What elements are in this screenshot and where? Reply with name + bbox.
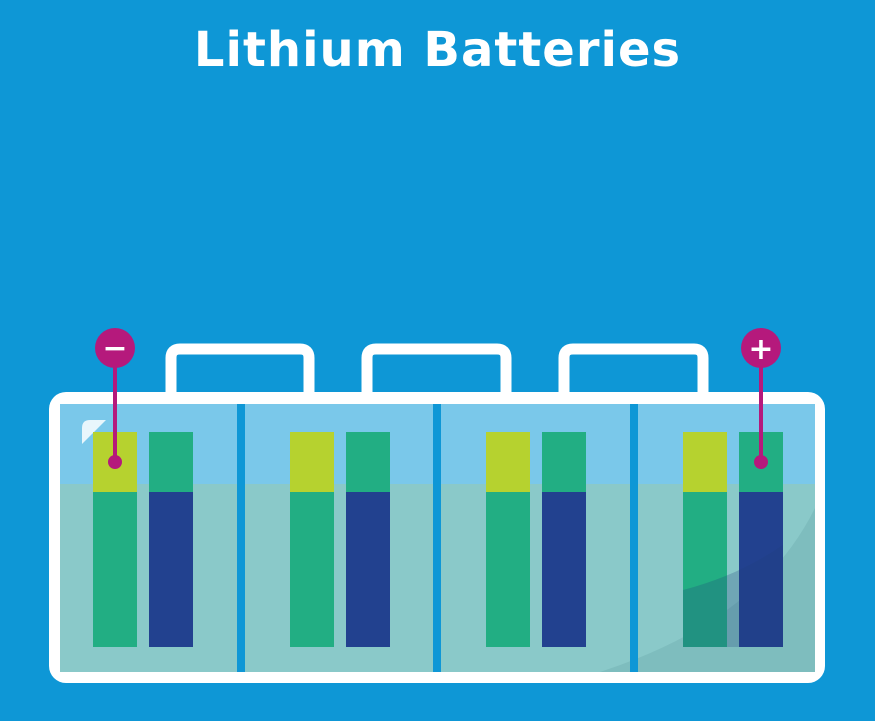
connector-1-2: [165, 343, 315, 430]
positive-terminal: +: [741, 328, 781, 469]
negative-contact-dot: [108, 455, 122, 469]
anode: [290, 492, 334, 647]
cathode: [542, 492, 586, 647]
anode-cap: [683, 432, 727, 492]
separator-2: [433, 404, 441, 672]
plus-icon: +: [748, 332, 773, 367]
minus-icon: −: [102, 331, 127, 366]
cathode-cap: [149, 432, 193, 492]
cathode: [346, 492, 390, 647]
negative-terminal-badge: [95, 328, 135, 368]
connector-2-3: [361, 343, 512, 430]
cathode-cap: [346, 432, 390, 492]
cathode: [149, 492, 193, 647]
anode: [683, 492, 727, 647]
anode: [486, 492, 530, 647]
cell-4: [683, 432, 783, 647]
cell-3: [486, 432, 586, 647]
cell-separators: [237, 404, 638, 672]
separator-1: [237, 404, 245, 672]
negative-terminal: −: [95, 328, 135, 469]
anode: [93, 492, 137, 647]
separator-3: [630, 404, 638, 672]
anode-cap: [290, 432, 334, 492]
page-title: Lithium Batteries: [193, 22, 682, 78]
cell-connectors: [165, 343, 709, 430]
cell-shine-overlay: [683, 545, 783, 647]
cathode: [739, 492, 783, 647]
connector-3-4: [558, 343, 709, 430]
positive-terminal-badge: [741, 328, 781, 368]
cell-2: [290, 432, 390, 647]
anode-cap: [486, 432, 530, 492]
positive-contact-dot: [754, 455, 768, 469]
cathode-cap: [542, 432, 586, 492]
